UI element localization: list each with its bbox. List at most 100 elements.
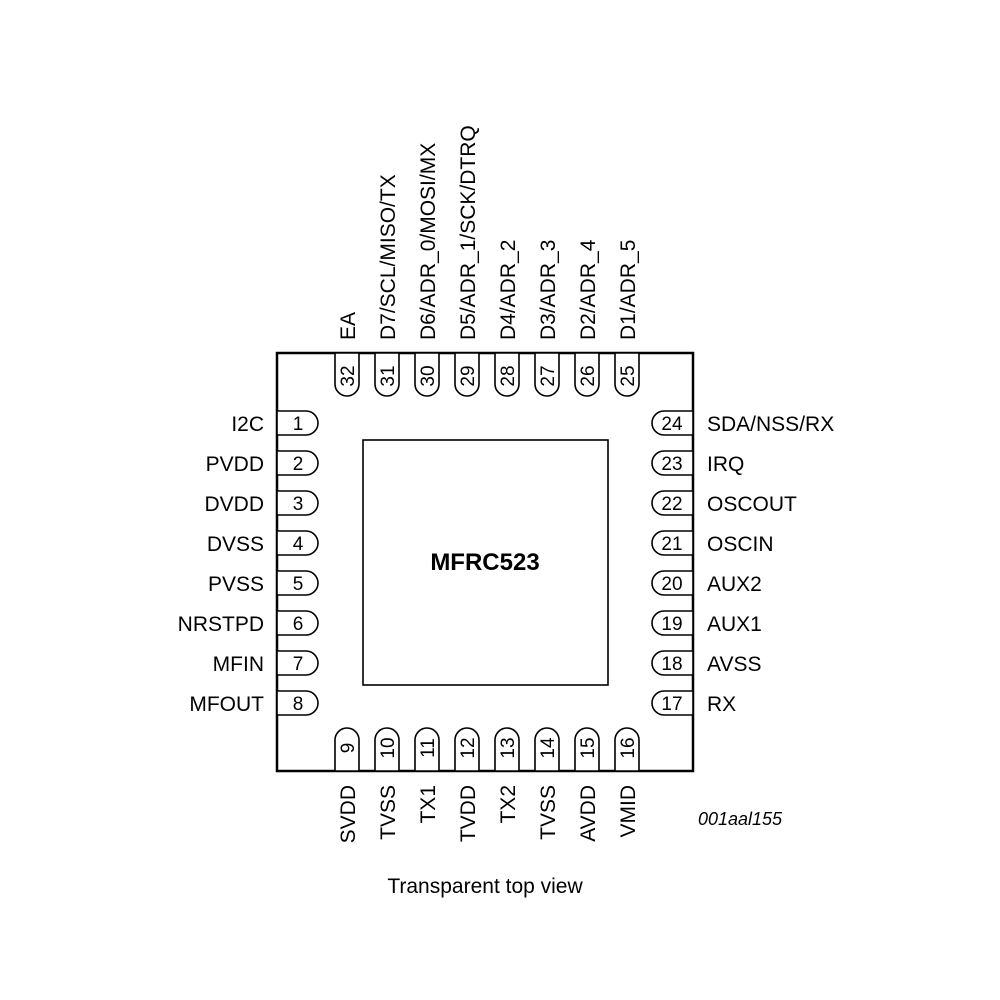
- pin-number: 20: [661, 574, 682, 595]
- pin-pad: [276, 690, 319, 716]
- pin-pad: [276, 650, 319, 676]
- pin-label: AVSS: [707, 653, 761, 676]
- pin-pad: [334, 727, 360, 772]
- pin-number: 32: [338, 365, 359, 386]
- pin-pad: [574, 352, 600, 397]
- pin-number: 2: [293, 454, 304, 475]
- chip-name: MFRC523: [430, 549, 539, 576]
- pin-number: 11: [418, 738, 439, 758]
- pin-number: 18: [661, 654, 682, 675]
- pin-label: TX1: [417, 785, 440, 824]
- pin-label: PVDD: [206, 453, 264, 476]
- pin-number: 30: [418, 365, 439, 386]
- pin-pad: [276, 570, 319, 596]
- pin-number: 10: [378, 737, 399, 758]
- pin-label: OSCOUT: [707, 493, 797, 516]
- pin-label: EA: [337, 312, 360, 340]
- pin-pad: [276, 610, 319, 636]
- pin-pad: [651, 450, 694, 476]
- pin-number: 13: [498, 737, 519, 758]
- pin-number: 6: [293, 614, 304, 635]
- pin-number: 24: [661, 414, 683, 435]
- pin-pad: [651, 690, 694, 716]
- pin-label: SVDD: [337, 785, 360, 843]
- pin-pad: [534, 727, 560, 772]
- pin-pad: [651, 410, 694, 436]
- pin-number: 8: [293, 694, 304, 715]
- pin-pad: [414, 727, 440, 772]
- package-outline: [275, 351, 695, 773]
- pin-label: TVSS: [377, 785, 400, 840]
- pin-number: 21: [661, 534, 682, 555]
- pin-pad: [276, 450, 319, 476]
- pin-label: TVDD: [457, 785, 480, 842]
- pin-number: 23: [661, 454, 682, 475]
- pin-number: 16: [618, 737, 639, 758]
- pin-number: 19: [661, 614, 682, 635]
- pin-label: TVSS: [537, 785, 560, 840]
- pin-number: 22: [661, 494, 682, 515]
- pin-pad: [494, 727, 520, 772]
- exposed-die-pad: [362, 439, 609, 686]
- pin-number: 29: [458, 365, 479, 386]
- pin-group: 1I2C2PVDD3DVDD4DVSS5PVSS6NRSTPD7MFIN8MFO…: [178, 125, 835, 843]
- pin-pad: [651, 610, 694, 636]
- pin-label: I2C: [231, 413, 264, 436]
- pin-label: AUX2: [707, 573, 762, 596]
- pin-pad: [651, 570, 694, 596]
- pin-label: SDA/NSS/RX: [707, 413, 834, 436]
- pin-label: AVDD: [577, 785, 600, 842]
- pin-pad: [276, 530, 319, 556]
- figure-reference: 001aal155: [698, 809, 783, 829]
- pin-number: 28: [498, 365, 519, 386]
- pin-number: 27: [538, 365, 559, 386]
- pin-label: AUX1: [707, 613, 762, 636]
- pin-pad: [651, 650, 694, 676]
- pin-pad: [651, 490, 694, 516]
- pin-pad: [276, 490, 319, 516]
- pin-label: MFOUT: [189, 693, 264, 716]
- pin-pad: [614, 727, 640, 772]
- pin-label: D3/ADR_3: [537, 240, 560, 340]
- pin-pad: [334, 352, 360, 397]
- pin-label: IRQ: [707, 453, 744, 476]
- pin-label: TX2: [497, 785, 520, 824]
- pin-pad: [614, 352, 640, 397]
- pin-label: DVSS: [207, 533, 264, 556]
- pin-number: 4: [293, 534, 304, 555]
- pin-label: D6/ADR_0/MOSI/MX: [417, 143, 440, 340]
- pin-pad: [454, 727, 480, 772]
- pin-pad: [374, 727, 400, 772]
- pin-label: RX: [707, 693, 736, 716]
- pin-number: 7: [293, 654, 304, 675]
- pin-label: D5/ADR_1/SCK/DTRQ: [457, 125, 480, 340]
- pin-pad: [651, 530, 694, 556]
- pin-label: DVDD: [204, 493, 264, 516]
- pin-label: D7/SCL/MISO/TX: [377, 174, 400, 340]
- pin-number: 14: [538, 737, 559, 759]
- pin-number: 15: [578, 737, 599, 758]
- pin-pad: [454, 352, 480, 397]
- pin-label: NRSTPD: [178, 613, 264, 636]
- pin-label: OSCIN: [707, 533, 774, 556]
- pin-label: PVSS: [208, 573, 264, 596]
- pin-number: 12: [458, 737, 479, 758]
- pin-pad: [374, 352, 400, 397]
- pin-number: 17: [661, 694, 682, 715]
- pin-number: 5: [293, 574, 304, 595]
- pin-label: VMID: [617, 785, 640, 838]
- pin-label: D4/ADR_2: [497, 240, 520, 340]
- pin-pad: [276, 410, 319, 436]
- pin-number: 1: [293, 414, 304, 435]
- pin-number: 26: [578, 365, 599, 386]
- view-caption: Transparent top view: [387, 875, 583, 898]
- pin-number: 31: [378, 365, 399, 386]
- pin-number: 25: [618, 365, 639, 386]
- pin-pad: [534, 352, 560, 397]
- pin-number: 9: [338, 743, 359, 754]
- pin-label: MFIN: [213, 653, 264, 676]
- pin-pad: [574, 727, 600, 772]
- pin-label: D2/ADR_4: [577, 239, 600, 340]
